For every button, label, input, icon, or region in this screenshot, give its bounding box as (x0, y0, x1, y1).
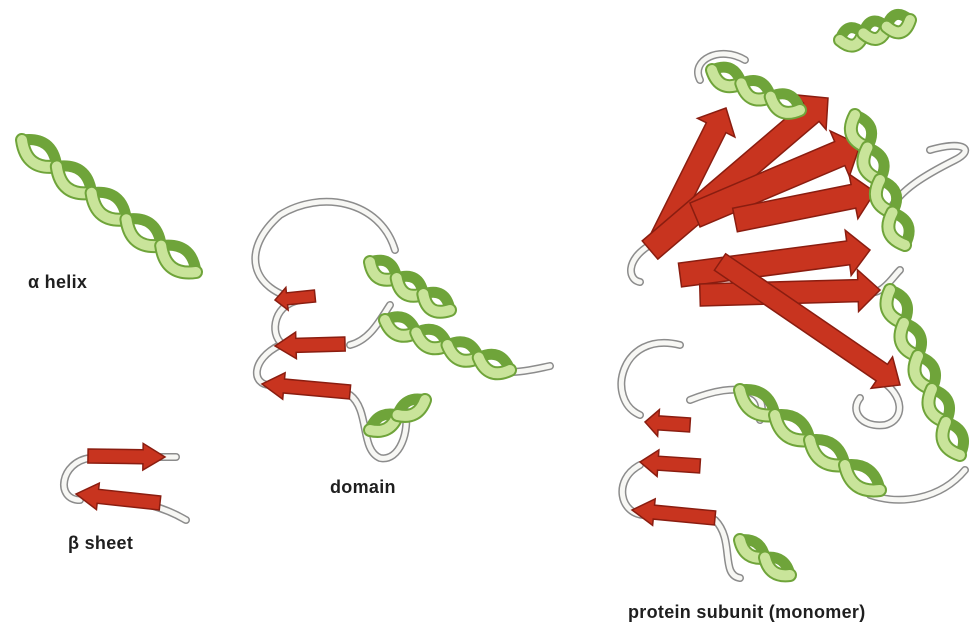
alpha-helix-label: α helix (28, 272, 87, 293)
beta-strand-upper (88, 443, 165, 470)
domain-strand-2 (275, 332, 345, 359)
domain-top-loop-core (255, 202, 395, 300)
protein-helix-top-right (840, 14, 910, 45)
domain-helix-right (385, 317, 510, 374)
protein-subunit-ribbon (621, 14, 965, 578)
alpha-helix-ribbon (22, 139, 196, 272)
beta-sheet-label: β sheet (68, 533, 133, 554)
domain-helix-top (370, 260, 450, 312)
protein-strand-7 (714, 254, 900, 389)
alpha-helix-coil (22, 139, 196, 272)
domain-ribbon (255, 202, 550, 459)
protein-subunit-label: protein subunit (monomer) (628, 602, 865, 623)
protein-loop-d (621, 343, 680, 415)
protein-strand-lower-2 (640, 450, 700, 477)
beta-sheet-ribbon (64, 443, 186, 520)
domain-strand-3 (262, 373, 351, 399)
protein-strand-lower-3 (632, 499, 716, 525)
protein-helix-right-1 (851, 115, 909, 245)
protein-strand-5 (678, 230, 870, 287)
protein-helix-top-left (712, 67, 800, 113)
protein-strand-lower-1 (645, 410, 690, 437)
protein-helix-lower-2 (740, 540, 790, 576)
domain-label: domain (330, 477, 396, 498)
protein-helix-right-2 (886, 290, 963, 455)
beta-strand-lower (76, 483, 161, 510)
domain-helix-bottom (370, 399, 425, 431)
